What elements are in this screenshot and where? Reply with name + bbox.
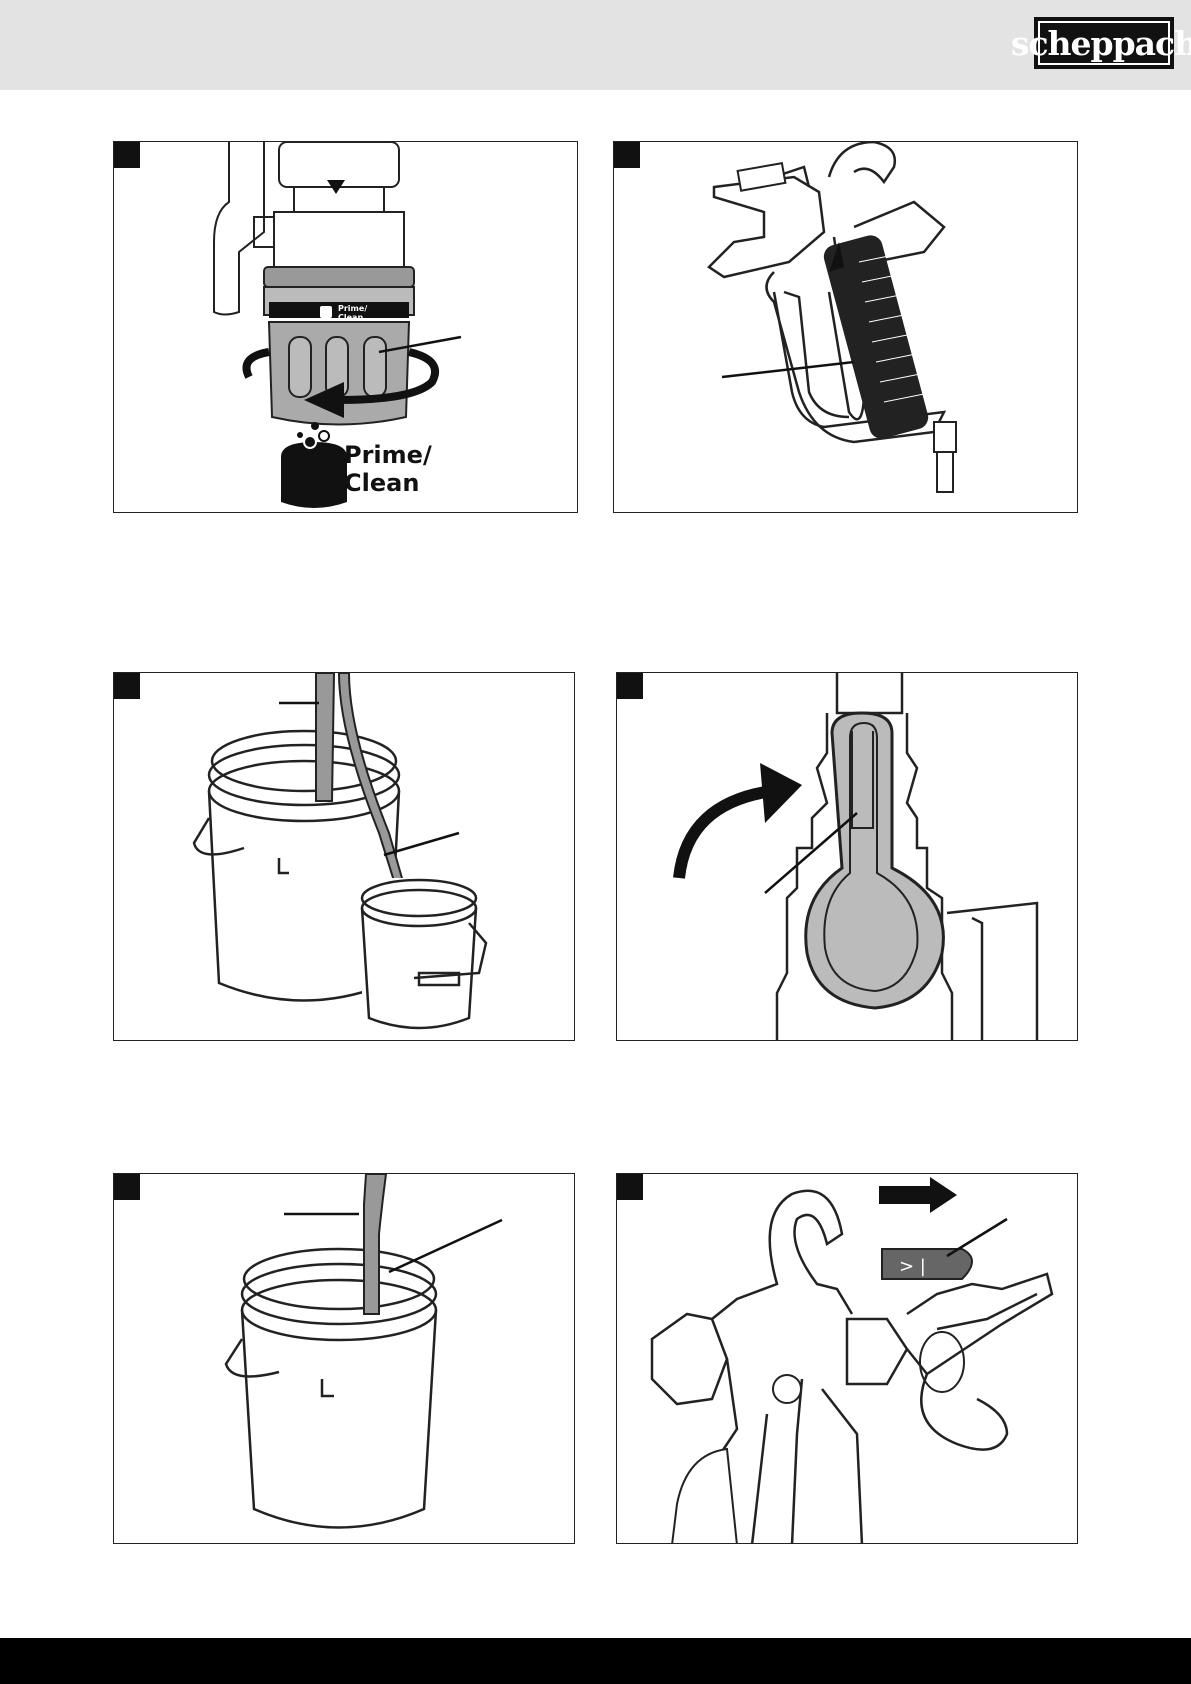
figure-spray-tip: > | [616, 1173, 1078, 1544]
bucket-icon [114, 1174, 575, 1544]
valve-label-line2: Clean [338, 313, 363, 322]
figure-badge [114, 673, 140, 699]
figure-badge [617, 673, 643, 699]
caption-clean: Clean [344, 469, 419, 497]
figure-prime-clean-valve: Prime/ Clean Prime/ Clean [113, 141, 578, 513]
figure-bucket-single [113, 1173, 575, 1544]
scheppach-logo: scheppach [1034, 17, 1174, 69]
figure-badge [617, 1174, 643, 1200]
hose-icon [364, 1174, 386, 1314]
spray-tip-icon: > | [617, 1174, 1078, 1544]
bucket-icon [114, 673, 575, 1041]
valve-label-line1: Prime/ [338, 304, 367, 313]
figure-spray-gun [613, 141, 1078, 513]
prime-clean-illustration: Prime/ Clean Prime/ Clean [114, 142, 578, 513]
footer-bar [0, 1638, 1191, 1684]
figure-badge [114, 1174, 140, 1200]
prime-clean-icon [281, 422, 347, 508]
spray-gun-icon [614, 142, 1078, 513]
svg-text:> |: > | [899, 1256, 926, 1277]
valve-lever-icon [617, 673, 1078, 1041]
caption-prime: Prime/ [344, 441, 432, 469]
right-arrow-icon [879, 1177, 957, 1213]
curved-arrow-icon [679, 763, 802, 878]
figure-badge [614, 142, 640, 168]
figure-valve-lever [616, 672, 1078, 1041]
figure-badge [114, 142, 140, 168]
hose-icon [339, 673, 412, 913]
figure-buckets-hoses [113, 672, 575, 1041]
